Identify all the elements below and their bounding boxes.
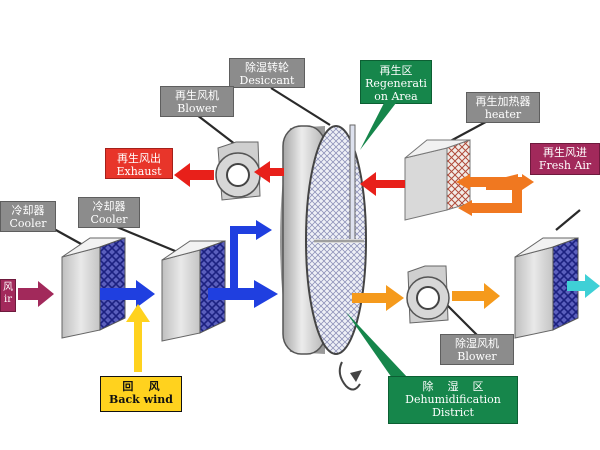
process-blower-unit bbox=[406, 265, 450, 324]
back-wind-arrow bbox=[126, 304, 150, 372]
regen-blower-unit bbox=[215, 141, 261, 201]
regen-blower-label-zh: 再生风机 bbox=[175, 89, 219, 102]
heater-label: 再生加热器 heater bbox=[466, 92, 540, 123]
dehumid-district-label-en1: Dehumidification bbox=[405, 393, 501, 407]
heater-label-zh: 再生加热器 bbox=[475, 95, 531, 108]
cooler-mid-label-zh: 冷却器 bbox=[92, 200, 126, 213]
regeneration-area-label-en2: on Area bbox=[374, 90, 418, 104]
process-air-arrow-up bbox=[230, 220, 272, 300]
regen-blower-label: 再生风机 Blower bbox=[160, 86, 234, 117]
regeneration-area-label: 再生区 Regenerati on Area bbox=[360, 60, 432, 104]
wheel-to-process-blower-arrow bbox=[352, 285, 404, 311]
cooler-mid-label-en: Cooler bbox=[90, 213, 128, 227]
inlet-arrow bbox=[18, 281, 54, 307]
back-wind-label-zh: 回 风 bbox=[122, 380, 160, 393]
air-in-label: 风 ir bbox=[0, 279, 16, 312]
cooler-left-label: 冷却器 Cooler bbox=[0, 201, 56, 232]
back-wind-label-en: Back wind bbox=[109, 393, 173, 407]
wheel-to-blower-arrow bbox=[254, 161, 284, 183]
cooler-right-unit bbox=[514, 237, 579, 339]
blower-to-cooler-arrow bbox=[452, 283, 500, 309]
exhaust-label-zh: 再生风出 bbox=[117, 152, 161, 165]
dehumid-district-label-en2: District bbox=[432, 406, 474, 420]
cooler-left-unit bbox=[61, 237, 126, 339]
heater-to-wheel-arrow bbox=[360, 172, 405, 196]
cooler-left-label-en: Cooler bbox=[9, 217, 47, 231]
desiccant-label-zh: 除湿转轮 bbox=[245, 61, 289, 74]
process-blower-label: 除湿风机 Blower bbox=[440, 334, 514, 365]
supply-arrow bbox=[567, 274, 600, 298]
desiccant-wheel bbox=[280, 124, 367, 391]
fresh-air-arrow bbox=[456, 174, 534, 216]
fresh-air-label: 再生风进 Fresh Air bbox=[530, 143, 600, 175]
process-blower-label-en: Blower bbox=[457, 350, 497, 364]
fresh-air-label-zh: 再生风进 bbox=[543, 146, 587, 159]
cooler-mid-unit bbox=[161, 240, 226, 342]
regeneration-area-label-en1: Regenerati bbox=[365, 77, 427, 91]
cooler-mid-label: 冷却器 Cooler bbox=[78, 197, 140, 228]
exhaust-label-en: Exhaust bbox=[116, 165, 162, 179]
cooler-left-label-zh: 冷却器 bbox=[11, 204, 45, 217]
exhaust-arrow bbox=[174, 163, 214, 187]
exhaust-label: 再生风出 Exhaust bbox=[105, 148, 173, 179]
process-air-arrow-2 bbox=[208, 280, 278, 308]
process-air-arrow-1 bbox=[100, 280, 155, 308]
regen-blower-label-en: Blower bbox=[177, 102, 217, 116]
process-blower-label-zh: 除湿风机 bbox=[455, 337, 499, 350]
air-in-label-zh: 风 bbox=[3, 282, 13, 293]
dehumid-district-label-zh: 除 湿 区 bbox=[422, 380, 484, 393]
air-in-label-en: ir bbox=[4, 294, 12, 305]
back-wind-label: 回 风 Back wind bbox=[100, 376, 182, 412]
fresh-air-label-en: Fresh Air bbox=[538, 159, 592, 173]
heater-unit bbox=[404, 139, 471, 221]
regeneration-area-label-zh: 再生区 bbox=[379, 64, 413, 77]
heater-label-en: heater bbox=[484, 108, 522, 122]
desiccant-label: 除湿转轮 Desiccant bbox=[229, 58, 305, 88]
dehumid-district-label: 除 湿 区 Dehumidification District bbox=[388, 376, 518, 424]
desiccant-label-en: Desiccant bbox=[239, 74, 295, 88]
